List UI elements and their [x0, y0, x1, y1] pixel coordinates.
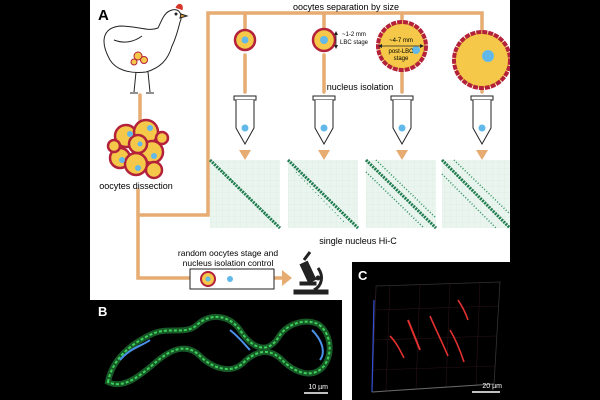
control-label-2: nucleus isolation control: [183, 258, 274, 268]
tube-3: [390, 95, 414, 146]
hic-map-4: [440, 158, 510, 230]
oocyte-small-1: [233, 28, 257, 52]
hic-map-1: [208, 158, 282, 230]
tube-1: [233, 95, 257, 146]
hic-map-3: [364, 158, 438, 230]
panel-b-letter: B: [98, 304, 107, 319]
figure-svg: A oocytes separation by size: [90, 2, 510, 400]
oocyte-large-1: [376, 20, 428, 72]
oocyte-cluster: [106, 118, 170, 180]
separation-label: oocytes separation by size: [293, 2, 399, 12]
panel-c-scale-bar: 20 µm: [482, 383, 502, 390]
oocyte-small-2: [311, 27, 338, 53]
size-small-label-1: ~1-2 mm: [342, 32, 366, 38]
tube-2: [312, 95, 336, 146]
control-slide: [189, 268, 275, 290]
size-large-label-3: stage: [394, 56, 409, 62]
cluster-nuclei: [119, 125, 157, 171]
size-large-label-2: post-LBC: [388, 49, 414, 55]
chicken-illustration: [103, 3, 189, 94]
panel-c-image: [352, 262, 510, 400]
size-large-label-1: ~4-7 mm: [389, 38, 413, 44]
hic-label: single nucleus Hi-C: [319, 236, 397, 246]
size-small-label-2: LBC stage: [340, 40, 369, 46]
panel-b-scale-bar: 10 µm: [308, 384, 328, 391]
dissection-label: oocytes dissection: [99, 181, 173, 191]
hic-arrows: [239, 150, 488, 286]
panel-b-image: [90, 300, 342, 400]
microscope-icon: [293, 251, 329, 295]
nucleus-isolation-label: nucleus isolation: [327, 82, 394, 92]
figure-panel: A oocytes separation by size: [90, 0, 510, 400]
panel-c-letter: C: [358, 268, 368, 283]
oocyte-large-2: [452, 30, 510, 90]
flow-lines: [136, 11, 484, 280]
chicken-oocytes: [130, 51, 148, 66]
panel-a-letter: A: [98, 7, 109, 24]
tube-4: [470, 95, 494, 146]
control-label-1: random oocytes stage and: [178, 248, 278, 258]
hic-map-2: [286, 158, 360, 230]
